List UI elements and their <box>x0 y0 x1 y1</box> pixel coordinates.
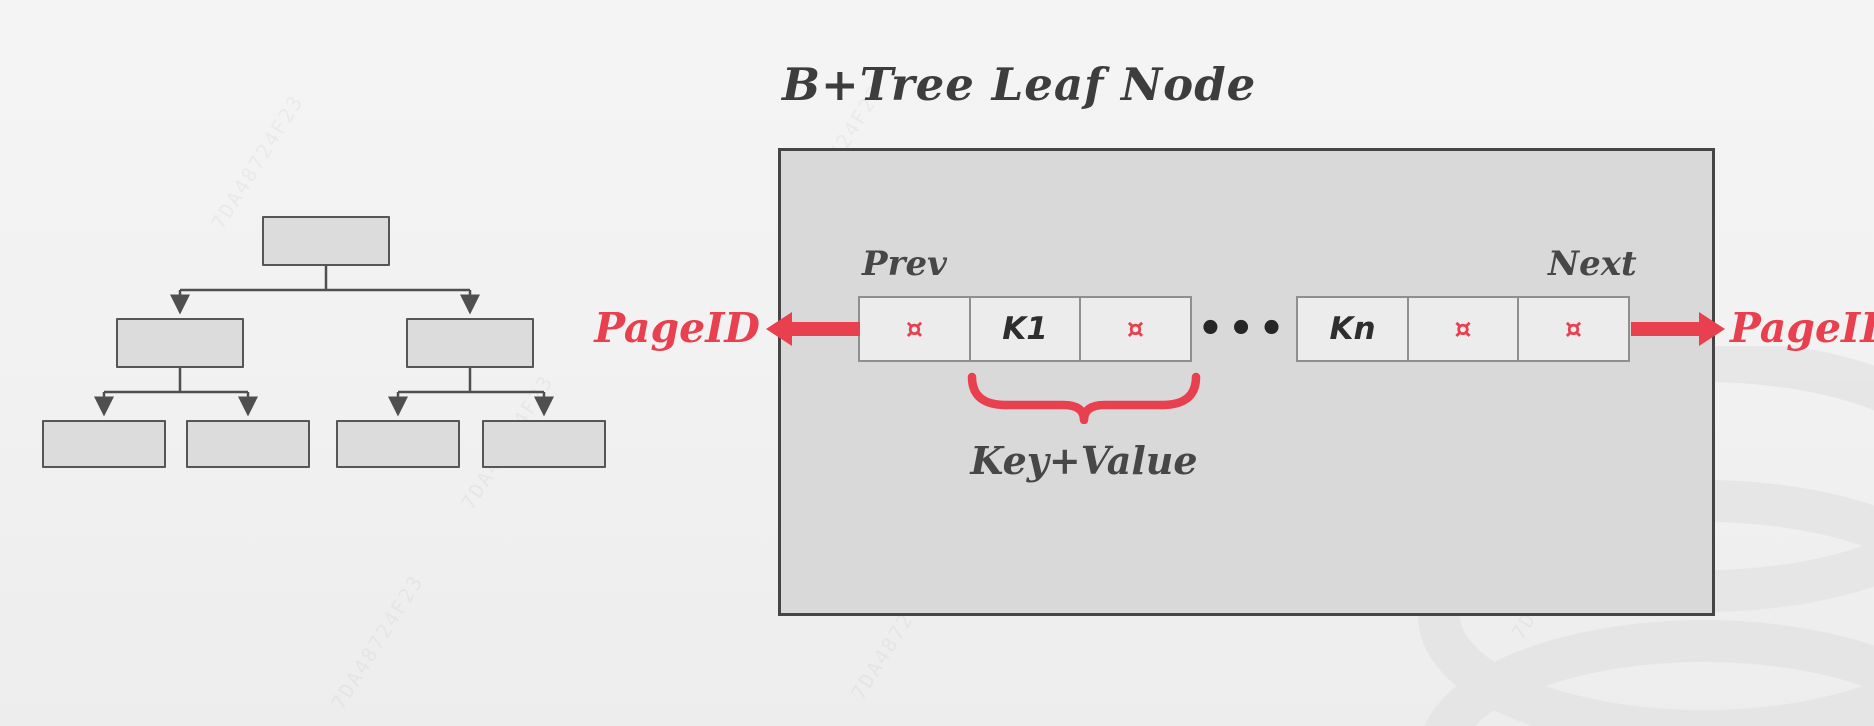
arrow-shaft <box>790 322 860 336</box>
tree-inner-node-right <box>406 318 534 368</box>
tree-inner-node-left <box>116 318 244 368</box>
key-value-label: Key+Value <box>970 438 1198 483</box>
pageid-label-left: PageID <box>594 304 760 352</box>
tree-leaf-node-1 <box>42 420 166 468</box>
key-label: Kn <box>1329 311 1376 347</box>
pointer-glyph: ¤ <box>1126 313 1145 345</box>
cell-key-kn: Kn <box>1296 296 1409 362</box>
next-pointer-label: Next <box>1548 244 1637 284</box>
watermark-text: 7DA48724F23 <box>326 570 429 714</box>
prev-pointer-label: Prev <box>862 244 947 284</box>
pageid-label-right: PageID <box>1730 304 1874 352</box>
cell-prev-pointer: ¤ <box>858 296 971 362</box>
leaf-cell-group-left: ¤ K1 ¤ <box>858 296 1192 362</box>
pointer-glyph: ¤ <box>1564 313 1583 345</box>
cell-value-pointer: ¤ <box>1406 296 1520 362</box>
pointer-glyph: ¤ <box>1454 313 1472 345</box>
ellipsis-dots: ••• <box>1197 306 1290 352</box>
cell-key-k1: K1 <box>968 296 1082 362</box>
leaf-cell-group-right: Kn ¤ ¤ <box>1296 296 1630 362</box>
watermark-text: 7DA48724F23 <box>206 90 309 234</box>
tree-root-node <box>262 216 390 266</box>
tree-leaf-node-3 <box>336 420 460 468</box>
page-title: B+Tree Leaf Node <box>782 58 1257 111</box>
pointer-glyph: ¤ <box>905 313 924 345</box>
leaf-node-panel <box>778 148 1715 616</box>
tree-leaf-node-2 <box>186 420 310 468</box>
tree-leaf-node-4 <box>482 420 606 468</box>
arrow-left-icon <box>766 312 792 346</box>
arrow-shaft <box>1631 322 1701 336</box>
cell-value-pointer: ¤ <box>1079 296 1192 362</box>
cell-next-pointer: ¤ <box>1517 296 1630 362</box>
arrow-right-icon <box>1699 312 1725 346</box>
key-value-brace <box>967 372 1201 424</box>
key-label: K1 <box>1002 311 1048 347</box>
